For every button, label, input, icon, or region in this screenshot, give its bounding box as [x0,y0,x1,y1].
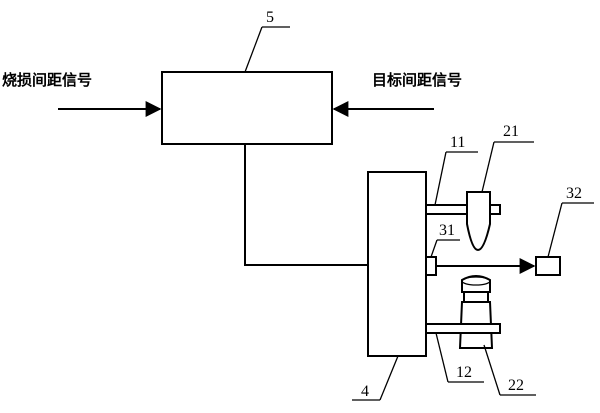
lower-arm-label: 12 [456,364,472,381]
lower-electrode [458,275,494,349]
upper-arm-leader-line [434,151,447,206]
receiver [535,256,561,276]
lower-electrode-label: 22 [508,377,524,394]
lower-arm [425,323,501,334]
target-gap-signal-label: 目标间距信号 [372,71,462,89]
actuator-leader-line [379,355,399,401]
lower-arm-leader-line [435,332,449,383]
upper-arm-label: 11 [450,134,465,151]
upper-electrode-label: 21 [503,123,519,140]
actuator-label: 4 [361,383,369,400]
lower-electrode-leader-line [483,344,501,396]
upper-electrode [466,191,491,252]
controller-label: 5 [266,9,274,26]
burn-gap-signal-label: 烧损间距信号 [2,71,92,89]
upper-electrode-leader-line [481,141,495,193]
receiver-label: 32 [566,185,582,202]
sensor-leader-line [430,239,438,258]
controller-leader-line [244,26,263,73]
control-connection-line [244,144,368,266]
sensor-label: 31 [439,222,455,239]
actuator-box [367,171,427,357]
upper-arm [425,204,501,215]
controller-box [161,71,333,145]
receiver-leader-line [547,202,563,258]
sensor [425,256,437,276]
